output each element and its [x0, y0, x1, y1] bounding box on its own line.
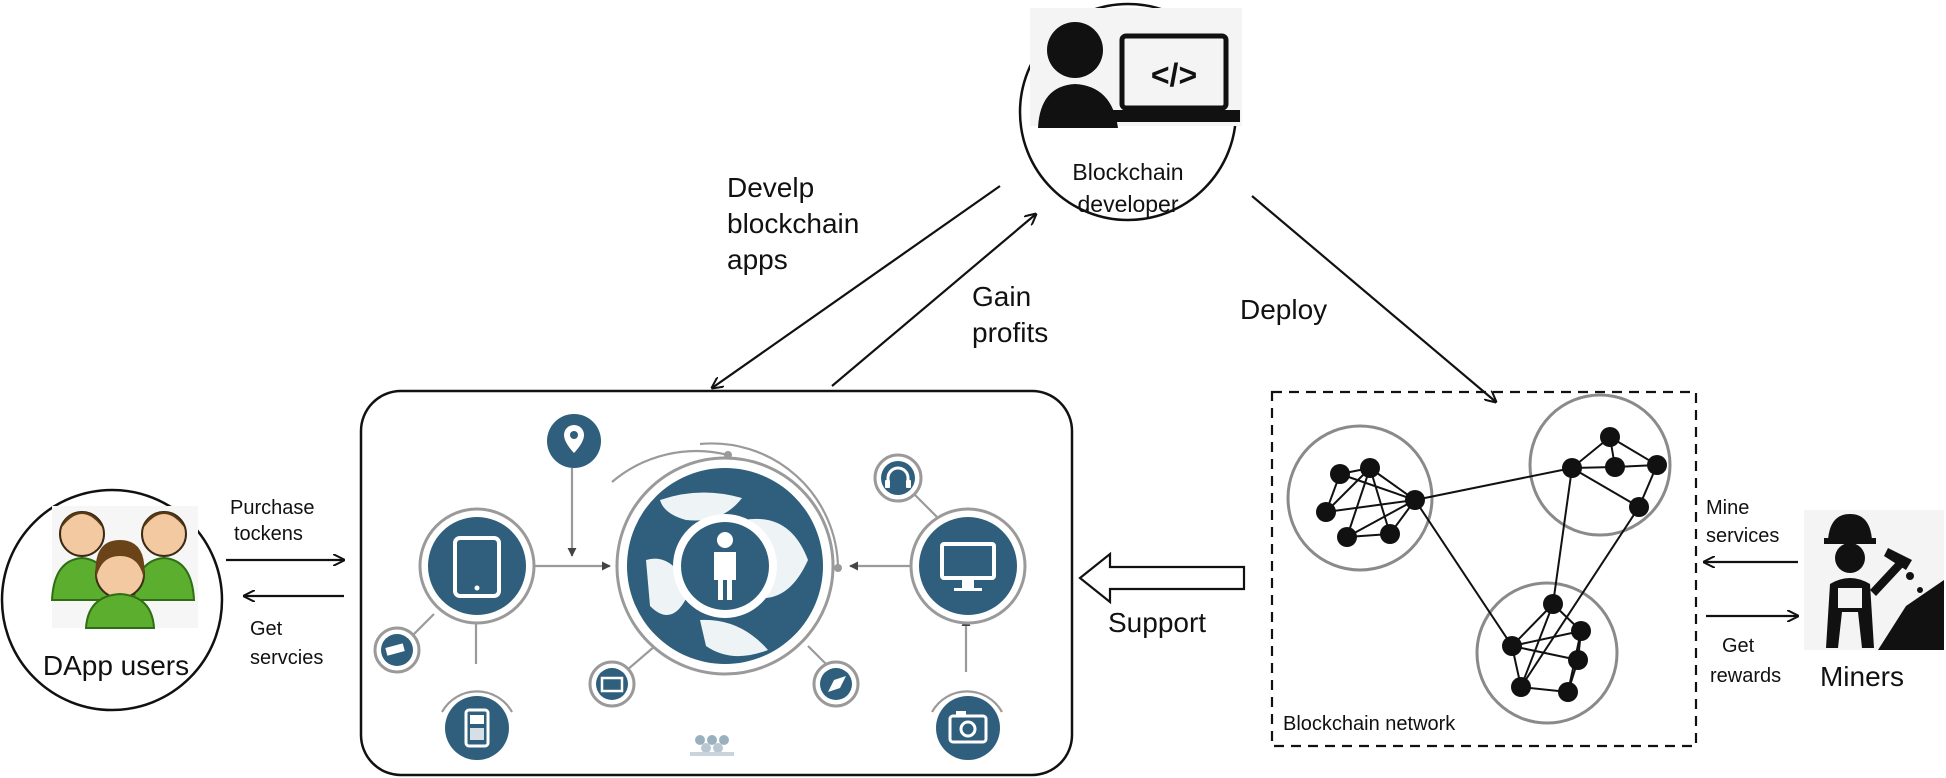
network-node	[1502, 636, 1522, 656]
network-node	[1405, 490, 1425, 510]
develop-label-line2: blockchain	[727, 208, 859, 239]
network-edge	[1511, 645, 1579, 661]
network-node	[1629, 497, 1649, 517]
deploy-arrow	[1251, 195, 1496, 402]
gain-label-line2: profits	[972, 317, 1048, 348]
miners-label: Miners	[1820, 661, 1904, 692]
network-edge	[1369, 467, 1391, 535]
purchase-label-line2: tockens	[234, 523, 303, 545]
purchase-label-line1: Purchase	[230, 497, 315, 519]
tablet-icon	[418, 507, 536, 625]
network-edge	[1346, 467, 1371, 538]
dapp-box	[359, 389, 1074, 777]
develop-label-line3: apps	[727, 244, 788, 275]
network-edge	[1520, 506, 1640, 688]
miners-node: Miners	[1804, 510, 1944, 692]
gain-profits-arrow	[831, 214, 1036, 387]
developer-label-line1: Blockchain	[1072, 159, 1183, 185]
network-edge	[1414, 467, 1573, 501]
network-node	[1568, 650, 1588, 670]
network-node	[1562, 458, 1582, 478]
network-edge	[1511, 630, 1582, 647]
code-symbol: </>	[1151, 57, 1197, 93]
rewards-label-line2: rewards	[1710, 665, 1781, 687]
network-nodes	[1316, 427, 1667, 702]
get-services-label-line2: servcies	[250, 647, 323, 669]
network-label: Blockchain network	[1283, 713, 1456, 735]
camera-icon	[936, 696, 1000, 760]
network-edge	[1325, 499, 1416, 513]
develop-arrow	[712, 185, 1001, 388]
network-node	[1605, 457, 1625, 477]
network-edge	[1414, 499, 1513, 647]
users-icon	[50, 506, 198, 629]
compass-icon	[812, 660, 860, 708]
mine-label-line2: services	[1706, 525, 1779, 547]
miner-icon	[1804, 510, 1944, 650]
deploy-label: Deploy	[1240, 294, 1327, 325]
developer-label-line2: developer	[1077, 191, 1178, 217]
network-edge	[1520, 603, 1554, 688]
rewards-label-line1: Get	[1722, 635, 1755, 657]
network-node	[1360, 458, 1380, 478]
globe-icon	[615, 451, 842, 676]
dapp-users-label: DApp users	[43, 650, 189, 681]
network-node	[1337, 527, 1357, 547]
dapp-users-node: DApp users	[0, 488, 224, 712]
network-node	[1316, 502, 1336, 522]
network-node	[1558, 682, 1578, 702]
network-edge	[1571, 467, 1640, 508]
network-node	[1330, 464, 1350, 484]
network-node	[1511, 677, 1531, 697]
support-arrow	[1078, 551, 1246, 605]
network-node	[1600, 427, 1620, 447]
tv-icon	[588, 660, 636, 708]
gain-label-line1: Gain	[972, 281, 1031, 312]
cctv-icon	[373, 626, 421, 674]
blockchain-network: Blockchain network	[1270, 390, 1698, 748]
network-node	[1380, 524, 1400, 544]
mine-label-line1: Mine	[1706, 497, 1749, 519]
headphones-icon	[873, 453, 923, 503]
develop-label-line1: Develp	[727, 172, 814, 203]
developer-node: </> Blockchain developer	[1018, 2, 1242, 222]
network-node	[1543, 594, 1563, 614]
support-label: Support	[1108, 607, 1206, 638]
network-edge	[1325, 467, 1371, 513]
get-services-label-line1: Get	[250, 618, 283, 640]
network-node	[1647, 455, 1667, 475]
network-node	[1571, 621, 1591, 641]
network-edge	[1346, 499, 1416, 538]
phone-icon	[445, 696, 509, 760]
logo-mark	[690, 735, 734, 756]
developer-icon: </>	[1030, 8, 1242, 128]
network-edge	[1552, 467, 1573, 605]
location-pin-icon	[547, 414, 601, 468]
network-edge	[1339, 473, 1416, 501]
monitor-icon	[909, 507, 1027, 625]
